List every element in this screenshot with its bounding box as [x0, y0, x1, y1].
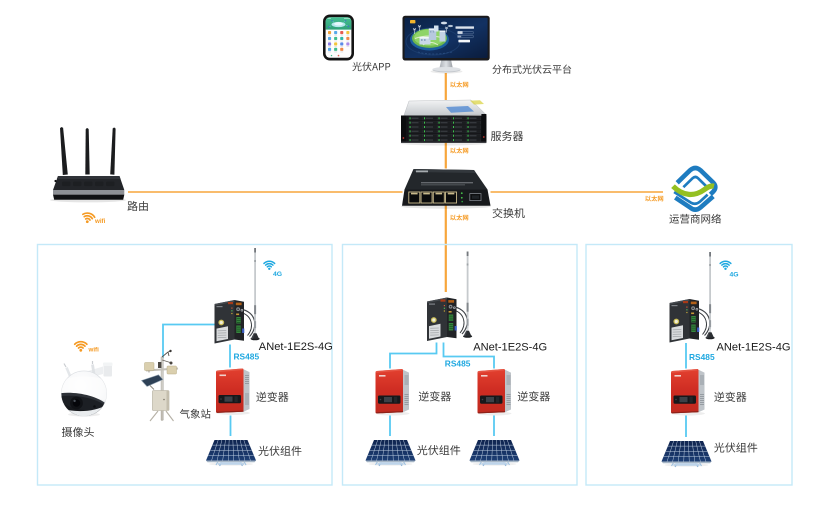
- svg-text:4G: 4G: [730, 272, 739, 279]
- svg-text:ANet-1E2S-4G: ANet-1E2S-4G: [473, 341, 547, 353]
- svg-text:4G: 4G: [273, 271, 282, 278]
- svg-text:RS485: RS485: [234, 351, 260, 361]
- svg-text:ANet-1E2S-4G: ANet-1E2S-4G: [717, 342, 791, 354]
- svg-text:ANet-1E2S-4G: ANet-1E2S-4G: [259, 341, 333, 353]
- svg-text:RS485: RS485: [689, 352, 715, 362]
- svg-text:wifi: wifi: [88, 346, 100, 353]
- svg-text:wifi: wifi: [94, 218, 106, 225]
- svg-text:RS485: RS485: [445, 358, 471, 368]
